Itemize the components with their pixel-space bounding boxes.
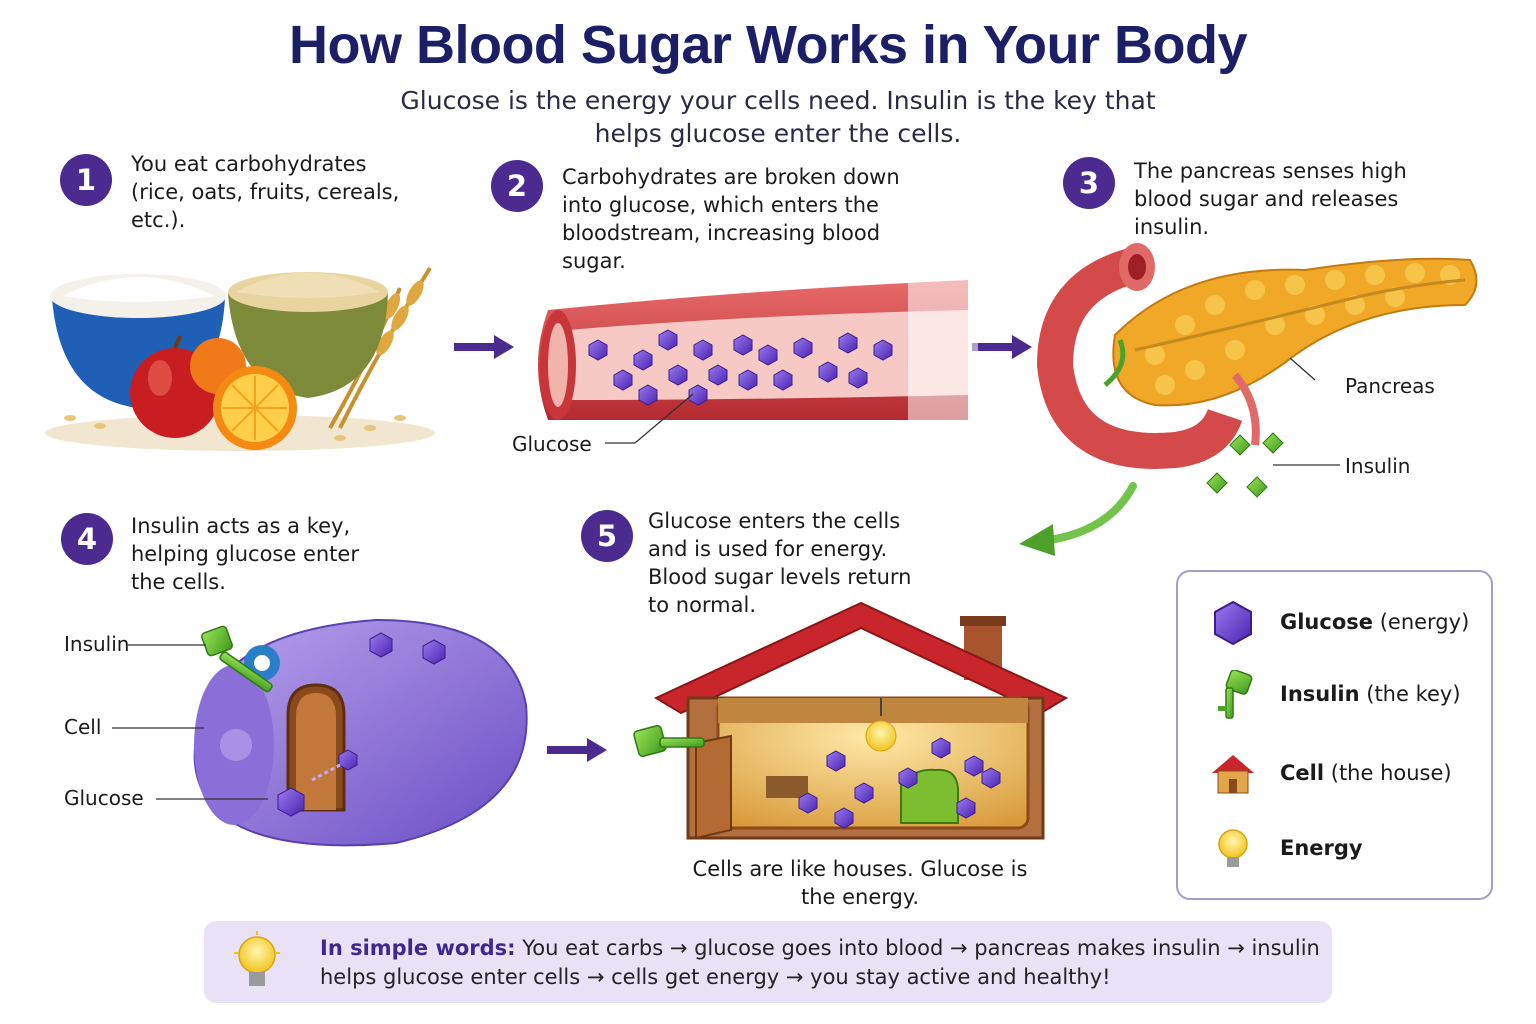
legend-box: Glucose (energy) Insulin (the key) Cell … xyxy=(1176,570,1493,900)
summary-box: In simple words: You eat carbs → glucose… xyxy=(204,921,1332,1003)
legend-glucose-note: (energy) xyxy=(1379,610,1470,634)
legend-insulin-note: (the key) xyxy=(1366,682,1461,706)
legend-cell-name: Cell xyxy=(1280,761,1325,785)
arrow-4-to-5 xyxy=(547,738,607,762)
house-cell-illustration xyxy=(633,601,1069,840)
legend-energy-name: Energy xyxy=(1280,836,1363,860)
cell-label: Cell xyxy=(64,715,102,739)
cell-illustration xyxy=(112,618,528,847)
cell-insulin-label: Insulin xyxy=(64,632,130,656)
step-1-text: You eat carbohydrates (rice, oats, fruit… xyxy=(131,152,400,232)
step-2-text: Carbohydrates are broken down into gluco… xyxy=(562,165,900,273)
legend-insulin-name: Insulin xyxy=(1280,682,1360,706)
glucose-hexagon-icon xyxy=(1214,600,1252,646)
summary-text: In simple words: You eat carbs → glucose… xyxy=(320,934,1320,992)
arrow-2-to-3 xyxy=(972,335,1032,359)
legend-item-insulin: Insulin (the key) xyxy=(1208,670,1488,720)
house-icon xyxy=(1212,755,1254,794)
step-3-text: The pancreas senses high blood sugar and… xyxy=(1134,159,1407,239)
lightbulb-icon xyxy=(234,931,280,986)
curved-arrow-3-to-5 xyxy=(1019,482,1137,556)
vessel-glucose-leader xyxy=(605,393,694,444)
legend-cell-note: (the house) xyxy=(1330,761,1452,785)
step-4-badge: 4 xyxy=(61,513,113,565)
lightbulb-icon xyxy=(1218,829,1248,867)
step-2-badge: 2 xyxy=(491,160,543,212)
pancreas-illustration xyxy=(1036,243,1478,498)
step-1-badge: 1 xyxy=(60,154,112,206)
legend-glucose-name: Glucose xyxy=(1280,610,1374,634)
legend-item-energy: Energy xyxy=(1208,824,1488,874)
legend-item-cell: Cell (the house) xyxy=(1208,749,1488,799)
house-caption: Cells are like houses. Glucose is the en… xyxy=(692,857,1028,909)
step-5-text: Glucose enters the cells and is used for… xyxy=(648,509,912,617)
page-title: How Blood Sugar Works in Your Body xyxy=(288,15,1248,75)
arrow-1-to-2 xyxy=(454,335,514,359)
step-3-badge: 3 xyxy=(1063,157,1115,209)
pancreas-insulin-label: Insulin xyxy=(1345,454,1411,478)
cell-glucose-label: Glucose xyxy=(64,786,144,810)
step-5-badge: 5 xyxy=(581,510,633,562)
legend-item-glucose: Glucose (energy) xyxy=(1208,598,1488,648)
blood-vessel-illustration xyxy=(538,270,978,440)
summary-body: You eat carbs → glucose goes into blood … xyxy=(320,936,1320,989)
page-subtitle: Glucose is the energy your cells need. I… xyxy=(400,86,1156,148)
key-icon xyxy=(1218,670,1253,719)
step-4-text: Insulin acts as a key, helping glucose e… xyxy=(131,514,359,594)
food-illustration xyxy=(45,266,435,451)
summary-lead: In simple words: xyxy=(320,936,516,960)
vessel-glucose-label: Glucose xyxy=(512,432,592,456)
pancreas-label: Pancreas xyxy=(1345,374,1435,398)
